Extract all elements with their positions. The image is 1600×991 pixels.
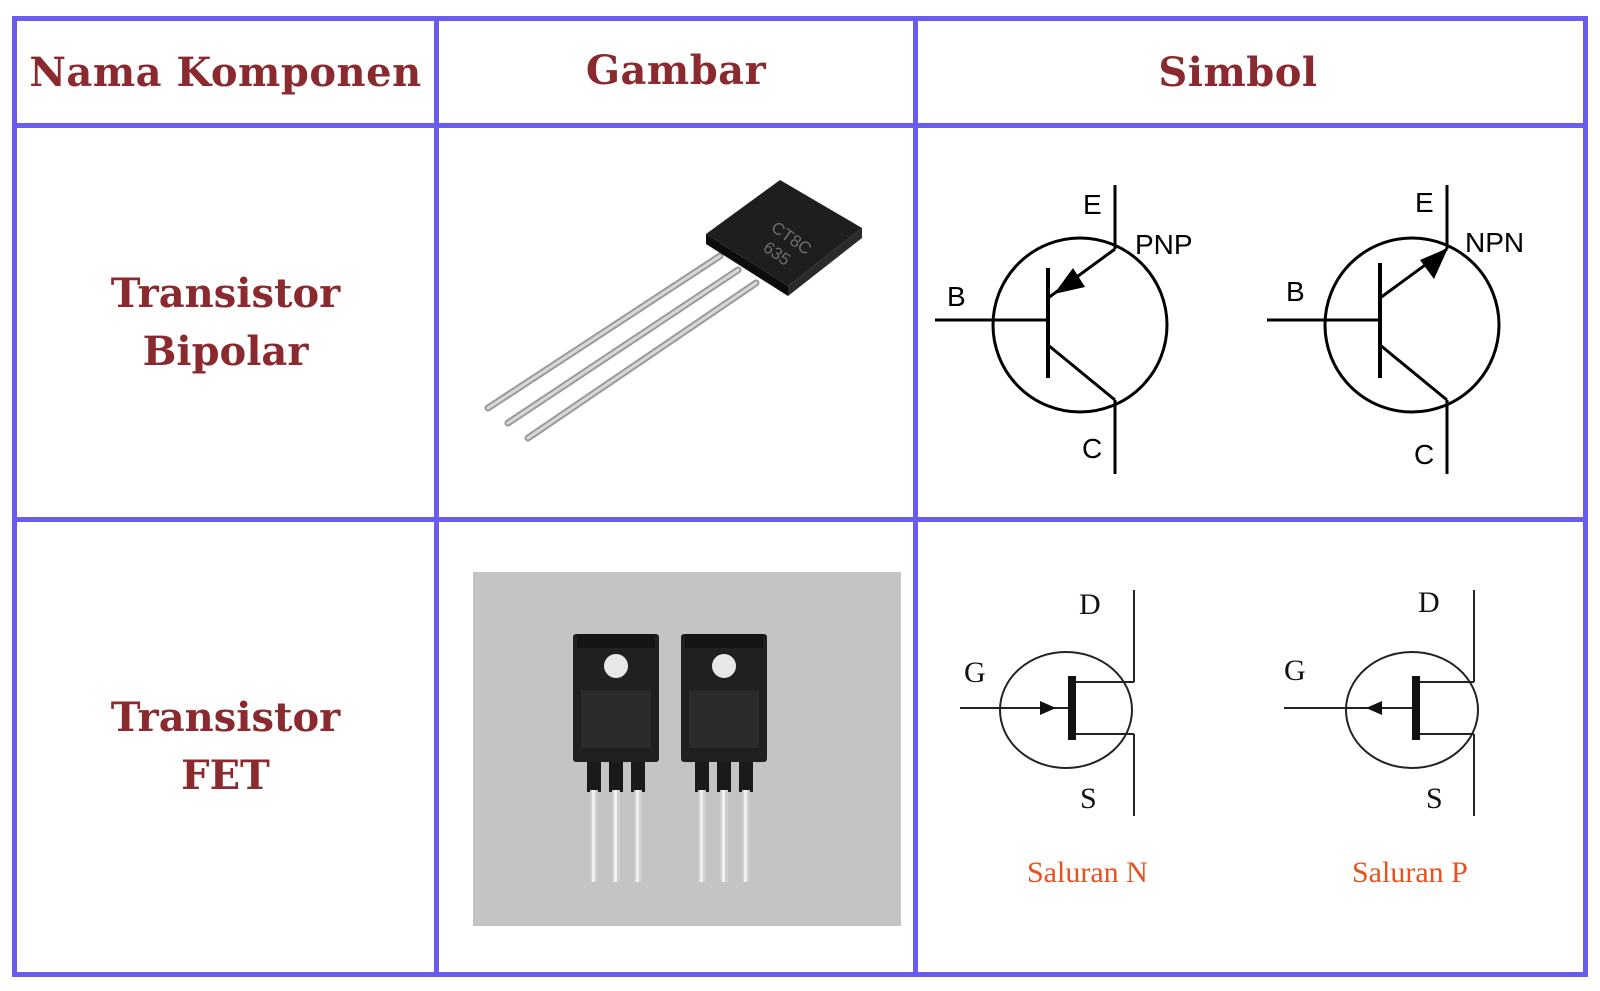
fet-n-s-label: S: [1080, 782, 1097, 815]
pnp-type-label: PNP: [1135, 229, 1193, 260]
pnp-symbol: E PNP B C: [935, 185, 1193, 474]
row-divider: [12, 123, 1588, 128]
fet-p-caption: Saluran P: [1352, 856, 1468, 889]
fet-package-left: [573, 634, 659, 882]
row-label-line: Bipolar: [142, 327, 309, 375]
npn-b-label: B: [1286, 276, 1305, 307]
fet-n-caption: Saluran N: [1027, 856, 1148, 889]
fet-p-s-label: S: [1426, 782, 1443, 815]
header-gambar: Gambar: [585, 46, 767, 94]
npn-e-label: E: [1415, 187, 1434, 218]
pnp-b-label: B: [947, 281, 966, 312]
pnp-e-label: E: [1083, 189, 1102, 220]
header-simbol: Simbol: [1158, 48, 1318, 96]
gate-arrow-icon: [1366, 701, 1382, 715]
row-label-bipolar: Transistor Bipolar: [17, 128, 434, 517]
fet-p-d-label: D: [1418, 590, 1440, 619]
emitter-arrow-icon: [1054, 268, 1085, 294]
gate-arrow-icon: [1040, 701, 1056, 715]
row-label-line: Transistor: [110, 269, 341, 317]
fet-p-g-label: G: [1284, 654, 1306, 687]
fet-n-g-label: G: [964, 656, 986, 689]
row-divider: [12, 517, 1588, 522]
npn-symbol: E NPN B C: [1267, 185, 1524, 474]
fet-n-channel-symbol: D G S Saluran N: [960, 590, 1148, 889]
row-label-fet: Transistor FET: [17, 522, 434, 972]
column-divider: [434, 16, 439, 977]
fet-n-d-label: D: [1079, 590, 1101, 621]
row-label-line: FET: [181, 752, 270, 799]
npn-c-label: C: [1414, 439, 1434, 470]
npn-type-label: NPN: [1465, 227, 1524, 258]
pnp-c-label: C: [1082, 433, 1102, 464]
header-nama-komponen: Nama Komponen: [29, 48, 422, 96]
column-divider: [913, 16, 918, 977]
bipolar-transistor-photo: CT8C 635: [484, 180, 862, 442]
fet-transistor-photo: [473, 572, 901, 926]
emitter-arrow-icon: [1420, 248, 1448, 279]
fet-package-right: [681, 634, 767, 882]
row-label-line: Transistor: [110, 694, 341, 741]
comparison-table: [12, 16, 1588, 977]
fet-p-channel-symbol: D G S Saluran P: [1284, 590, 1479, 889]
